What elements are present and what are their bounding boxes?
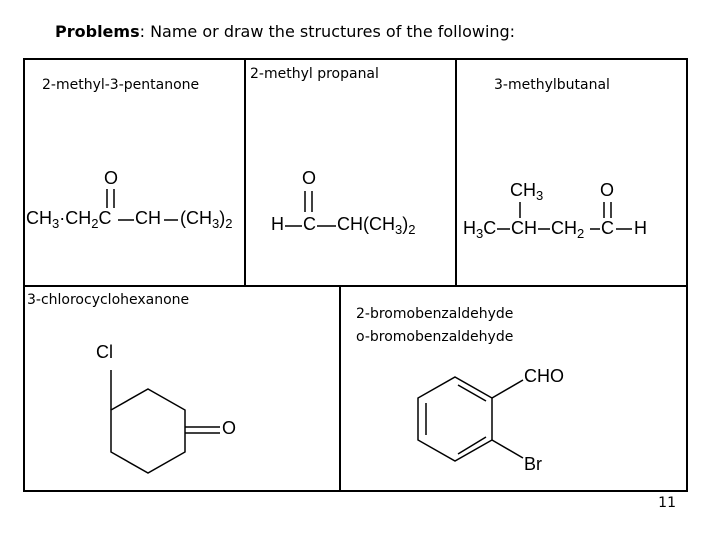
page-title: Problems: Name or draw the structures of… bbox=[55, 22, 515, 41]
oxygen-label: O bbox=[600, 180, 615, 200]
aldehyde-label: CHO bbox=[524, 366, 564, 386]
formula-part: C bbox=[601, 218, 614, 238]
formula-part: CH bbox=[511, 218, 537, 238]
page-number: 11 bbox=[658, 495, 676, 511]
grid-divider bbox=[244, 58, 246, 286]
formula-part: H bbox=[271, 214, 284, 234]
formula-part: H3C bbox=[463, 218, 497, 241]
compound-name: 3-methylbutanal bbox=[494, 77, 610, 93]
grid-divider bbox=[339, 285, 341, 492]
formula-part: (CH3)2 bbox=[180, 208, 233, 231]
formula-part: CH(CH3)2 bbox=[337, 214, 416, 237]
compound-name: 2-methyl propanal bbox=[250, 66, 379, 82]
grid-divider bbox=[23, 285, 688, 287]
formula-part: H bbox=[634, 218, 647, 238]
formula-part: CH bbox=[135, 208, 161, 228]
formula-part: C bbox=[303, 214, 316, 234]
oxygen-label: O bbox=[104, 168, 119, 188]
title-rest: : Name or draw the structures of the fol… bbox=[139, 22, 516, 41]
compound-name: 2-bromobenzaldehyde bbox=[356, 306, 514, 322]
compound-name-alt: o-bromobenzaldehyde bbox=[356, 329, 514, 345]
oxygen-label: O bbox=[302, 168, 317, 188]
methyl-branch: CH3 bbox=[510, 180, 544, 203]
chlorine-label: Cl bbox=[96, 342, 113, 362]
oxygen-label: O bbox=[222, 418, 237, 438]
formula-part: CH3·CH2C bbox=[26, 208, 112, 231]
grid-divider bbox=[455, 58, 457, 286]
compound-name: 2-methyl-3-pentanone bbox=[42, 77, 200, 93]
formula-part: CH2 bbox=[551, 218, 585, 241]
bromine-label: Br bbox=[524, 454, 542, 474]
problem-grid bbox=[23, 58, 688, 492]
title-bold: Problems bbox=[55, 22, 140, 41]
compound-name: 3-chlorocyclohexanone bbox=[27, 292, 190, 308]
